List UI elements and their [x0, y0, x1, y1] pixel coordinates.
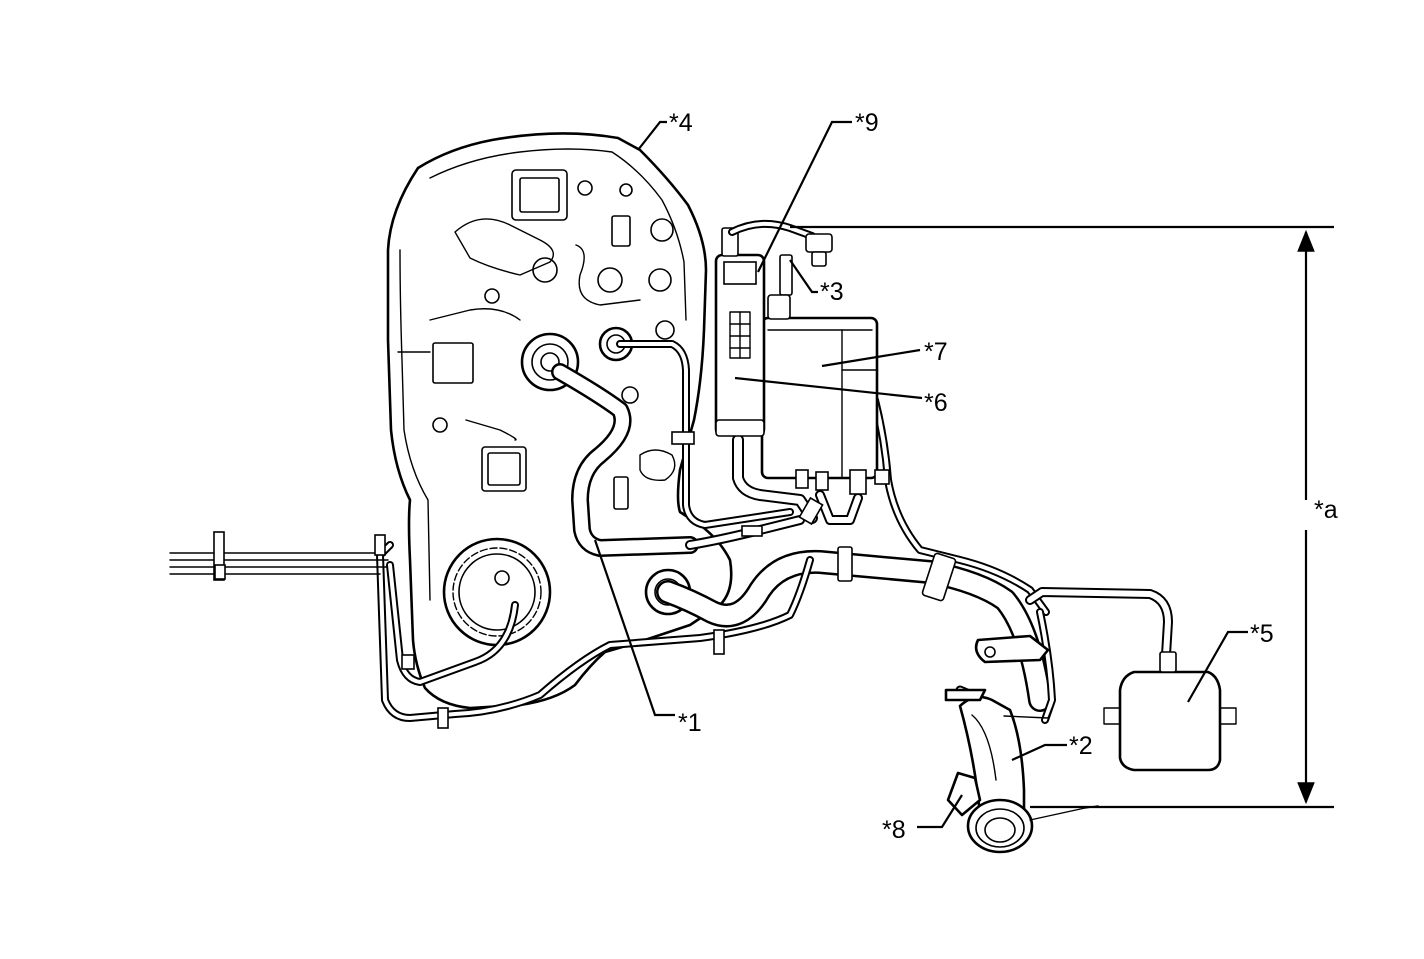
- leader-4: [637, 120, 667, 151]
- fuel-lines: [169, 340, 1173, 729]
- filler-neck: [944, 688, 1053, 817]
- callout-a: *a: [1314, 496, 1338, 524]
- leader-6: [734, 376, 923, 400]
- callout-7: *7: [924, 338, 948, 366]
- leader-3: [789, 259, 818, 294]
- vent-filter: [1103, 651, 1237, 772]
- fuel-cap: [946, 771, 1099, 854]
- vapor-valve: [728, 219, 833, 267]
- callout-4: *4: [669, 109, 693, 137]
- leader-5: [1187, 630, 1248, 703]
- charcoal-canister: [760, 316, 890, 495]
- callout-9: *9: [855, 109, 879, 137]
- leader-9: [757, 120, 852, 273]
- fuel-tank: [386, 132, 733, 710]
- leader-2: [1011, 743, 1067, 762]
- leader-8: [917, 794, 963, 829]
- canister-filter: [714, 227, 793, 437]
- leader-1: [593, 539, 675, 717]
- leader-7: [821, 348, 921, 368]
- dimension-a: [790, 225, 1334, 809]
- callout-6: *6: [924, 389, 948, 417]
- callout-3: *3: [820, 278, 844, 306]
- callout-5: *5: [1250, 620, 1274, 648]
- callout-2: *2: [1069, 732, 1093, 760]
- callout-1: *1: [678, 709, 702, 737]
- callout-8: *8: [882, 816, 906, 844]
- leader-lines: [593, 120, 1248, 829]
